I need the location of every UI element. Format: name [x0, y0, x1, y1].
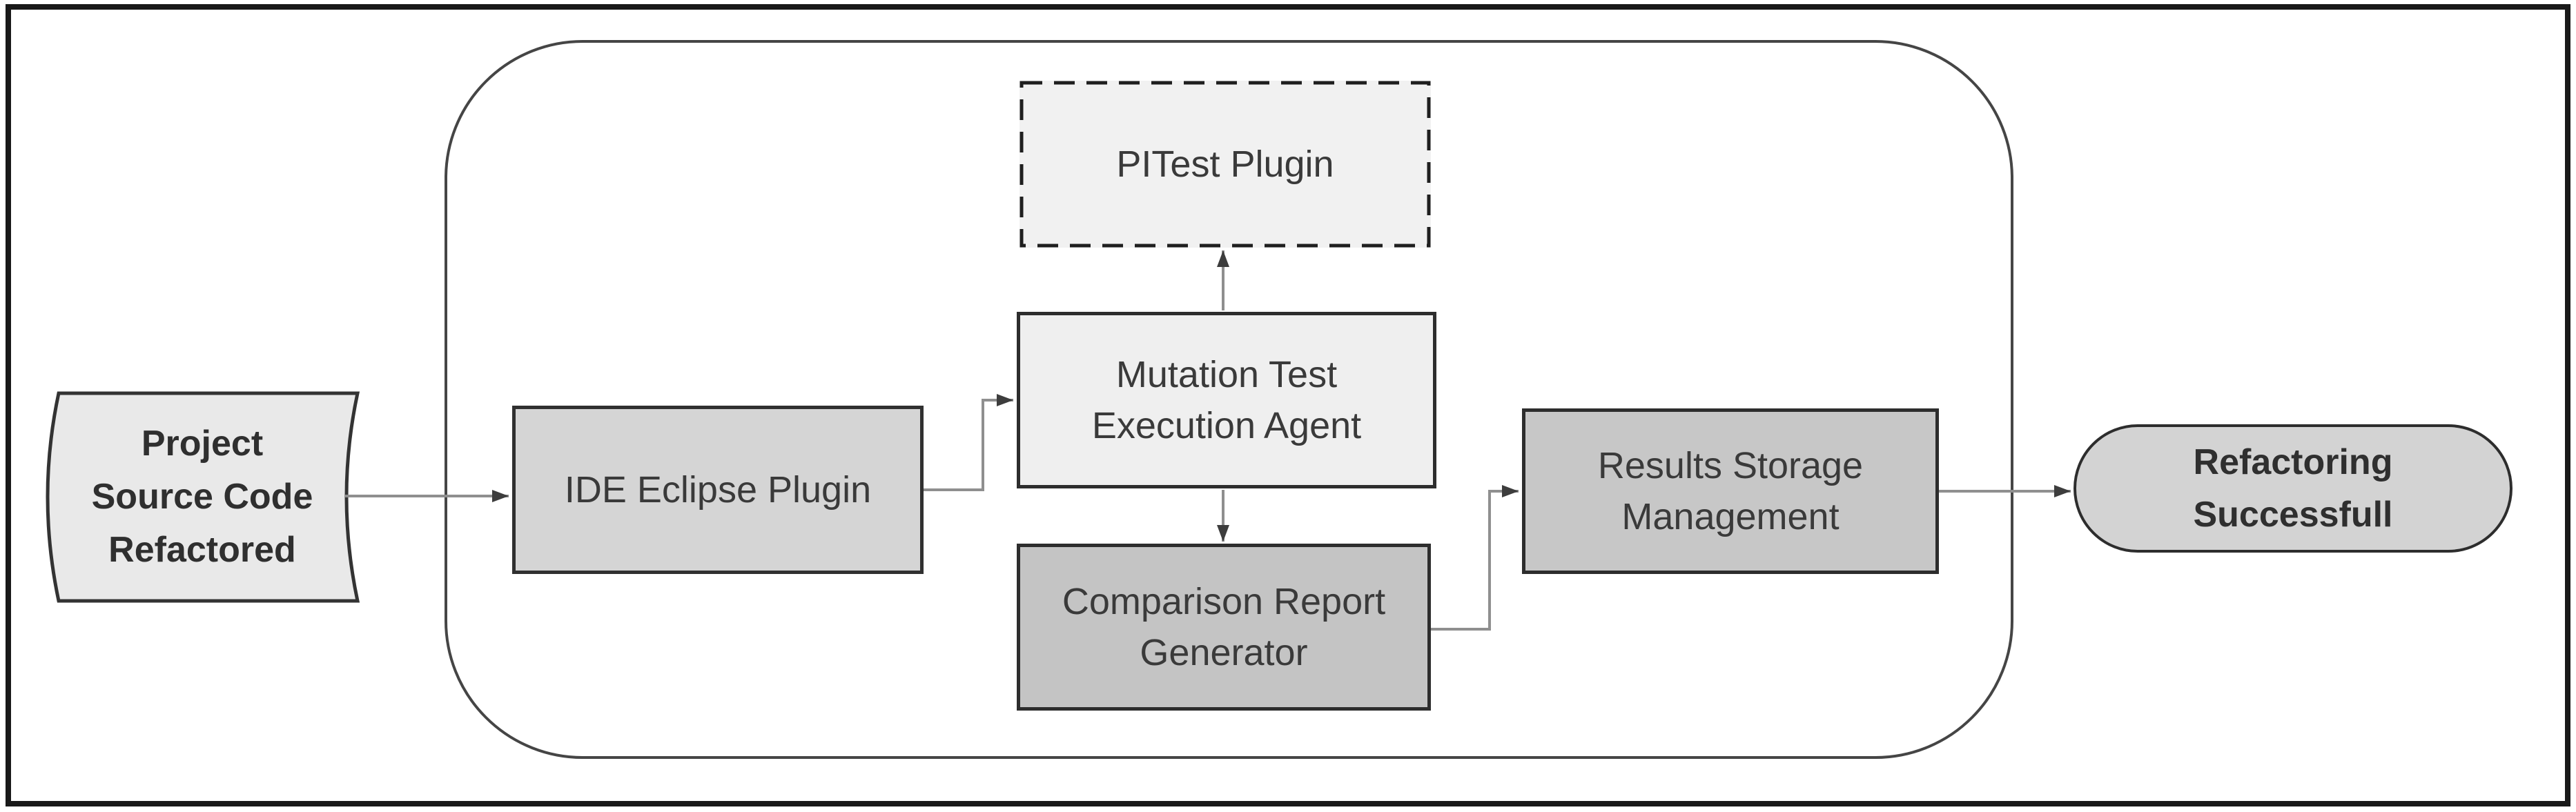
node-label: Refactoring — [2193, 442, 2393, 482]
stored-data-shape — [46, 391, 360, 603]
stored-data-line: Refactored — [108, 529, 296, 570]
node-label: Results Storage — [1597, 445, 1864, 486]
outer-frame — [6, 4, 2570, 806]
node-pitest-plugin: PITest Plugin — [1019, 81, 1431, 248]
dashed-border — [1019, 81, 1431, 248]
node-results-storage-management: Results Storage Management — [1522, 408, 1939, 574]
node-label: Generator — [1140, 632, 1308, 673]
system-boundary — [445, 40, 2013, 759]
edge-comparison-to-results-arrow — [1431, 485, 1519, 631]
node-label: Mutation Test — [1115, 354, 1338, 395]
node-label: Comparison Report — [1062, 581, 1386, 622]
node-ide-eclipse-plugin: IDE Eclipse Plugin — [512, 406, 924, 574]
edge-ide-to-mutation-arrow — [924, 394, 1013, 491]
node-label: PITest Plugin — [1116, 143, 1334, 185]
stored-data-line: Source Code — [91, 476, 313, 517]
node-mutation-test-execution-agent: Mutation Test Execution Agent — [1017, 312, 1436, 488]
node-label: Execution Agent — [1091, 405, 1362, 446]
node-comparison-report-generator: Comparison Report Generator — [1017, 544, 1431, 711]
node-project-source-code-label: Project Source Code Refactored — [54, 404, 351, 590]
node-refactoring-successfull: Refactoring Successfull — [2074, 424, 2512, 553]
stored-data-line: Project — [141, 423, 264, 464]
node-label: Management — [1621, 496, 1840, 537]
node-label: IDE Eclipse Plugin — [564, 469, 872, 511]
node-label: Successfull — [2193, 495, 2393, 535]
